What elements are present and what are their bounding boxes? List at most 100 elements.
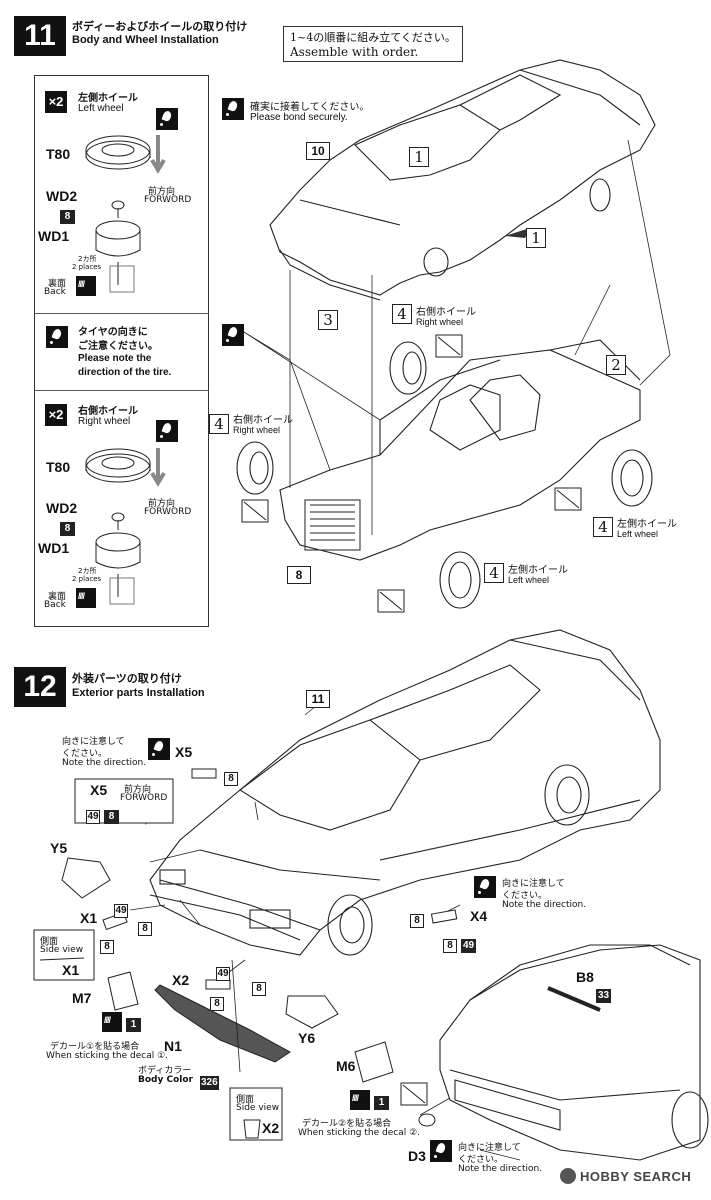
x2-num-49: 49: [216, 967, 230, 981]
side-view-x2-jp: 側面: [236, 1095, 255, 1105]
t80-label-2: T80: [46, 459, 71, 475]
back-en-1: Back: [44, 287, 66, 297]
part-y5-label: Y5: [50, 840, 68, 856]
forward-jp-2: 前方向: [148, 499, 176, 509]
part-x1-label: X1: [80, 910, 98, 926]
body-color-en: Body Color: [138, 1075, 193, 1085]
chassis: [279, 339, 641, 561]
forward-box-en: FORWORD: [120, 793, 168, 803]
lens-y6: [285, 995, 339, 1029]
x5-note-en: Note the direction.: [62, 758, 147, 768]
part-x4-shape: [430, 909, 458, 924]
x4-glue-icon: [474, 876, 496, 903]
part-x2-shape: [205, 979, 231, 990]
lens-y5: [61, 857, 111, 899]
step-11-number: 11: [14, 16, 66, 56]
step-11-title-jp: ボディーおよびホイールの取り付け: [72, 20, 248, 33]
d3-glue-icon: [430, 1140, 452, 1167]
step-11-title-en: Body and Wheel Installation: [72, 34, 219, 46]
two-places-jp-1: 2カ所: [78, 255, 97, 263]
back-en-2: Back: [44, 600, 66, 610]
seq-marker-4-right-left: 4: [209, 414, 229, 434]
left-wheel-en-right: Left wheel: [617, 529, 659, 539]
hobby-search-logo-icon: [560, 1168, 576, 1184]
x5-note-jp2: ください。: [62, 749, 108, 759]
x4-num-8-top: 8: [410, 910, 424, 928]
poly-cap-number-1: 8: [60, 206, 75, 224]
decal1-note-en: When sticking the decal ①.: [46, 1051, 168, 1061]
part-n1-label: N1: [164, 1038, 182, 1054]
part-ref-11: 11: [306, 690, 330, 708]
right-wheel-qty: ×2: [45, 404, 67, 426]
part-ref-8: 8: [287, 566, 311, 584]
tire-note-en-2: direction of the tire.: [78, 367, 172, 378]
x1-num-8-a: 8: [138, 918, 152, 936]
x2-num-8-a: 8: [252, 978, 266, 996]
two-places-jp-2: 2カ所: [78, 567, 97, 575]
tire-note-jp-2: ご注意ください。: [78, 341, 158, 352]
forward-box-x5-label: X5: [90, 782, 108, 798]
side-view-x2-en: Side view: [236, 1103, 280, 1113]
poly-cap-number-2: 8: [60, 518, 75, 536]
forward-en-1: FORWORD: [144, 195, 192, 205]
assembled-car: [149, 629, 661, 956]
forward-box-num-49: 49: [86, 810, 100, 824]
hobby-search-watermark: HOBBY SEARCH: [560, 1168, 691, 1184]
part-y6-label: Y6: [298, 1030, 316, 1046]
x4-num-49: 49: [461, 939, 476, 953]
part-m6-label: M6: [336, 1058, 356, 1074]
m7-decal-icon: [102, 1012, 122, 1037]
forward-jp-1: 前方向: [148, 187, 176, 197]
x4-note-jp2: ください。: [502, 891, 548, 901]
seq-marker-1b: 1: [526, 228, 546, 248]
forward-en-2: FORWORD: [144, 507, 192, 517]
part-x5-label: X5: [175, 744, 193, 760]
sidebar-left-wheel-jp: 左側ホイール: [78, 93, 138, 104]
sidebar-divider-1: [34, 313, 209, 314]
tire-note-jp-1: タイヤの向きに: [78, 327, 148, 338]
step11-wheels: [236, 341, 653, 609]
side-view-x2-label: X2: [262, 1120, 280, 1136]
glue-icon: [156, 420, 178, 447]
x2-num-8-b: 8: [210, 993, 224, 1011]
bond-glue-icon: [222, 98, 244, 125]
part-d3-shape: [418, 1113, 436, 1127]
x5-glue-icon: [148, 738, 170, 765]
wd1-label-2: WD1: [38, 540, 70, 556]
t80-label-1: T80: [46, 146, 71, 162]
order-note-en: Assemble with order.: [290, 45, 419, 59]
part-ref-10: 10: [306, 142, 330, 160]
m6-decal-num: 1: [374, 1092, 389, 1110]
left-wheel-jp-bottom: 左側ホイール: [508, 565, 568, 576]
bond-note-en: Please bond securely.: [250, 112, 348, 123]
car-body-shell: [269, 59, 656, 301]
sidebar-right-wheel-jp: 右側ホイール: [78, 406, 138, 417]
back-texture-icon-1: [76, 276, 96, 301]
assembly-order-note: 1~4の順番に組み立てください。 Assemble with order.: [283, 26, 463, 62]
wd2-label-1: WD2: [46, 188, 78, 204]
sidebar-right-wheel-en: Right wheel: [78, 416, 131, 427]
d3-note-jp1: 向きに注意して: [458, 1143, 521, 1153]
decal2-note-en: When sticking the decal ②.: [298, 1128, 420, 1138]
forward-box-jp: 前方向: [124, 785, 152, 795]
x5-note-jp1: 向きに注意して: [62, 737, 125, 747]
part-b8-label: B8: [576, 969, 594, 985]
plate-m6: [354, 1041, 394, 1083]
part-d3-label: D3: [408, 1148, 426, 1164]
x1-num-8-b: 8: [100, 936, 114, 954]
x4-note-en: Note the direction.: [502, 900, 587, 910]
part-m7-label: M7: [72, 990, 92, 1006]
forward-box-num-8: 8: [104, 806, 119, 824]
x1-num-49: 49: [114, 904, 128, 918]
part-x2-label: X2: [172, 972, 190, 988]
x4-note-jp: 向きに注意して: [502, 879, 565, 889]
bond-note-jp: 確実に接着してください。: [250, 102, 370, 113]
decal2-note-jp: デカール②を貼る場合: [302, 1119, 392, 1129]
back-jp-1: 裏面: [48, 279, 67, 289]
wd2-label-2: WD2: [46, 500, 78, 516]
left-wheel-qty: ×2: [45, 91, 67, 113]
x4-num-8: 8: [443, 935, 457, 953]
seq-marker-4-left-bottom: 4: [484, 563, 504, 583]
side-view-x1-jp: 側面: [40, 937, 59, 947]
